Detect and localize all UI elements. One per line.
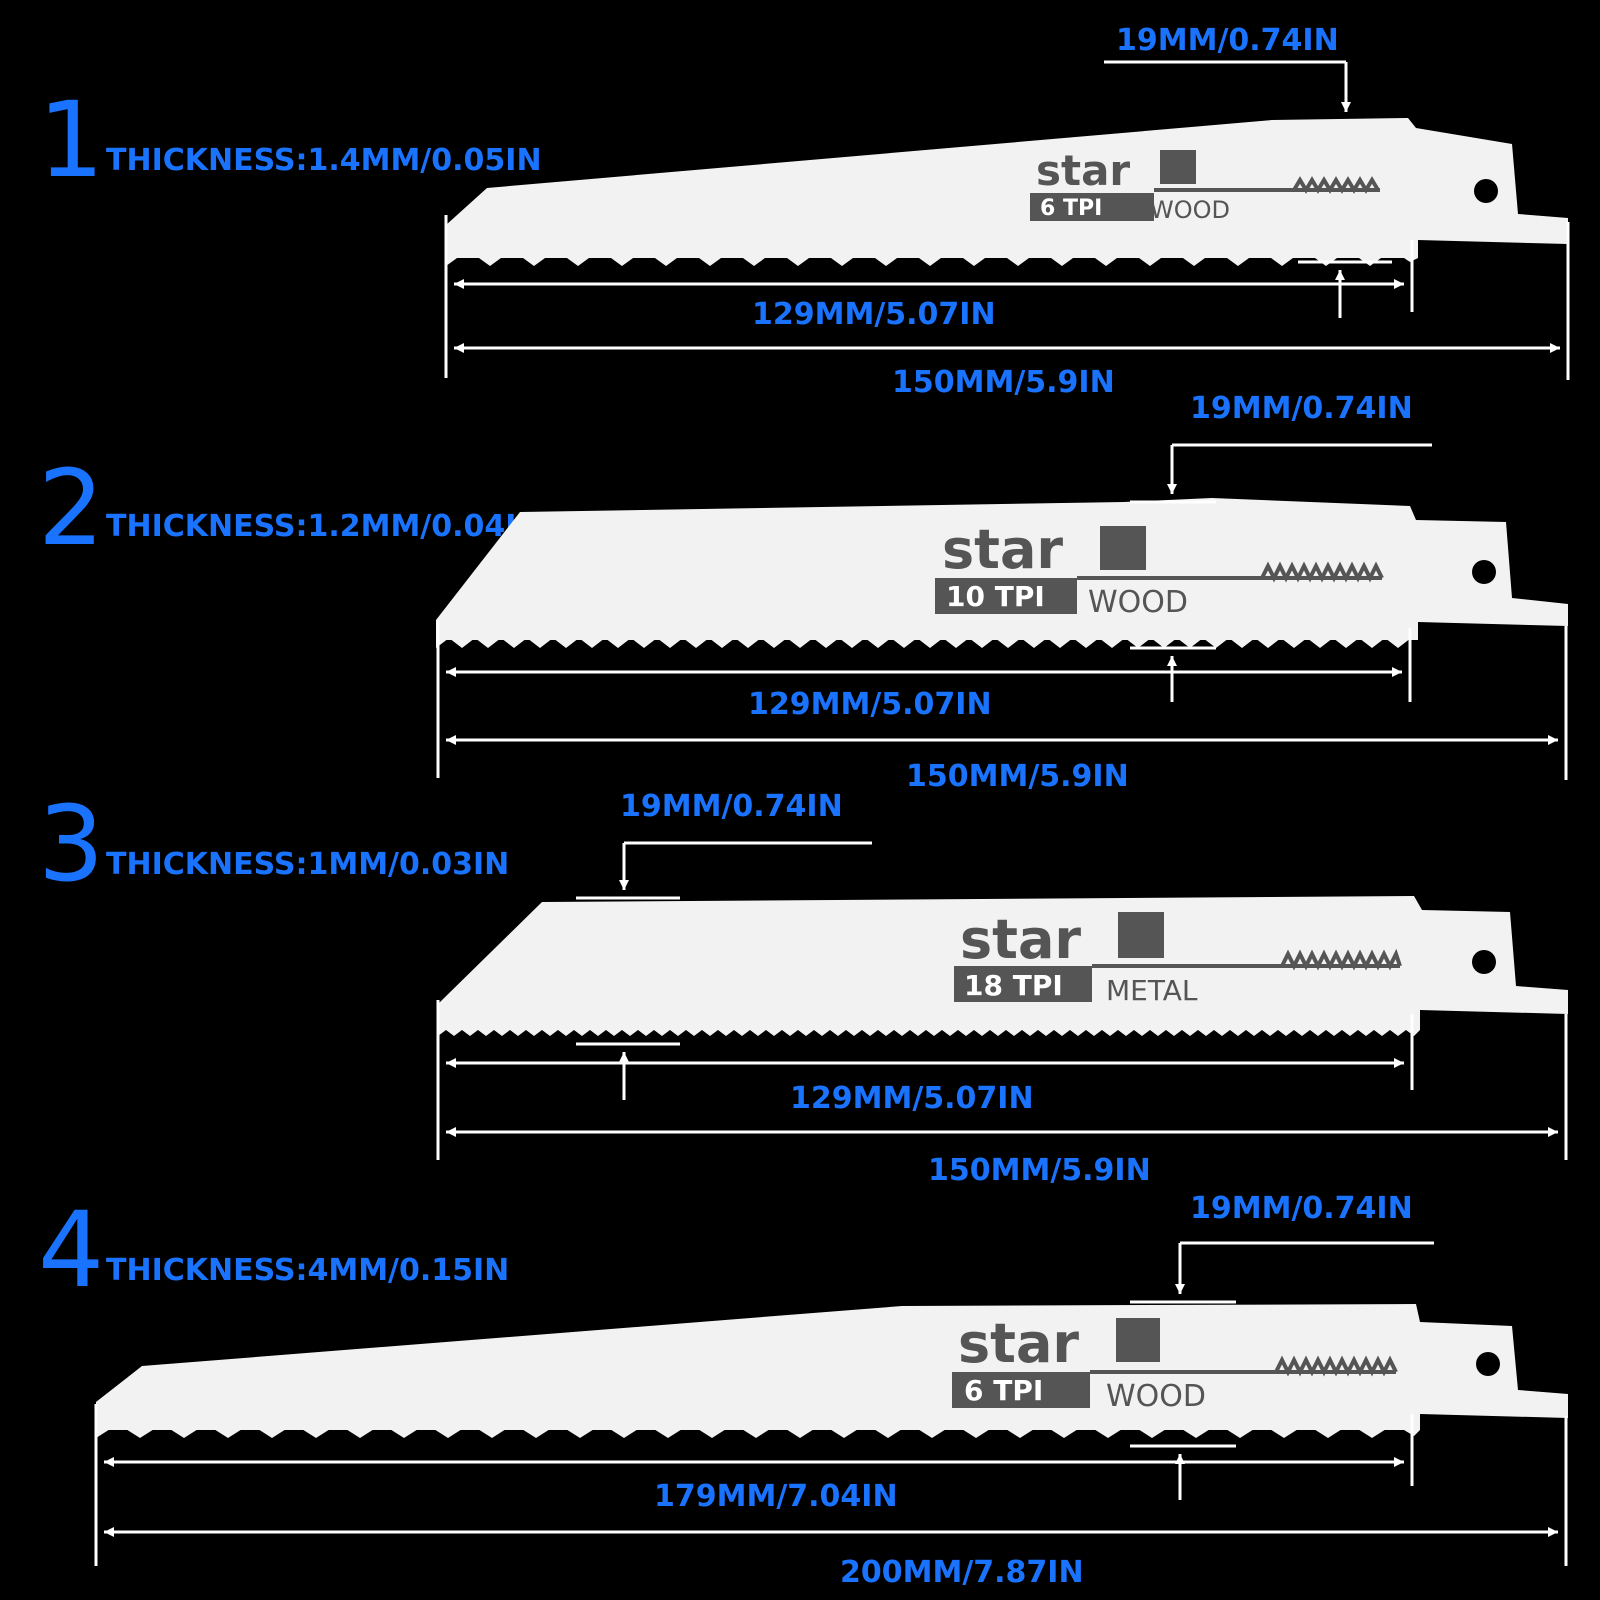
blade-1-material: WOOD (1150, 196, 1230, 224)
blade-1-tooth-graphic (1154, 176, 1380, 194)
blade-2-teeth (436, 638, 1418, 648)
blade-1-body (446, 118, 1568, 258)
blade-2-material: WOOD (1088, 585, 1188, 620)
blade-4-material: WOOD (1106, 1379, 1206, 1414)
blade-4-number: 4 (38, 1189, 104, 1311)
blade-3-brand: star (960, 908, 1081, 971)
blade-1-teeth (446, 250, 1418, 266)
blade-3-body (438, 896, 1568, 1030)
blade-1-height-dimension (1104, 60, 1392, 318)
blade-3-teeth (438, 1030, 1420, 1036)
blade-2-body (436, 498, 1568, 640)
blade-2-tpi: 10 TPI (946, 580, 1045, 613)
blade-3-height-label: 19MM/0.74IN (620, 789, 843, 824)
blade-3-number: 3 (38, 783, 104, 905)
blade-3-length-dimensions (436, 1000, 1568, 1160)
blade-4-body (96, 1304, 1568, 1430)
blade-3-group: 3 THICKNESS:1MM/0.03IN star 18 TPI METAL… (38, 783, 1568, 1188)
blade-4-brand: star (958, 1312, 1079, 1375)
blade-2-total-length: 150MM/5.9IN (906, 759, 1129, 794)
blade-3-working-length: 129MM/5.07IN (790, 1081, 1034, 1116)
blade-2-working-length: 129MM/5.07IN (748, 687, 992, 722)
blade-3-logo-square (1118, 912, 1164, 958)
blade-4-group: 4 THICKNESS:4MM/0.15IN star 6 TPI WOOD 1… (38, 1189, 1568, 1590)
blade-1-brand: star (1036, 146, 1130, 195)
blade-2-brand: star (942, 518, 1063, 581)
blade-4-total-length: 200MM/7.87IN (840, 1555, 1084, 1590)
blade-3-tpi-badge (954, 966, 1092, 1002)
blade-1-length-dimensions (444, 215, 1570, 380)
blade-4-working-length: 179MM/7.04IN (654, 1479, 898, 1514)
blade-3-mount-hole (1472, 950, 1496, 974)
blade-4-mount-hole (1476, 1352, 1500, 1376)
blade-2-height-dimension (1130, 443, 1432, 702)
blade-2-tooth-graphic (1077, 561, 1384, 583)
blade-4-tpi-badge (952, 1372, 1090, 1408)
blade-3-total-length: 150MM/5.9IN (928, 1153, 1151, 1188)
blade-2-height-label: 19MM/0.74IN (1190, 391, 1413, 426)
blade-1-working-length: 129MM/5.07IN (752, 297, 996, 332)
blade-3-tooth-graphic (1092, 948, 1402, 971)
blade-4-length-dimensions (94, 1404, 1568, 1566)
blade-3-material: METAL (1106, 974, 1198, 1007)
blade-1-tpi-badge (1030, 193, 1154, 221)
blade-2-logo-square (1100, 526, 1146, 570)
blade-1-total-length: 150MM/5.9IN (892, 365, 1115, 400)
blade-4-tpi: 6 TPI (964, 1374, 1043, 1407)
blade-1-thickness: THICKNESS:1.4MM/0.05IN (106, 143, 542, 178)
blade-3-thickness: THICKNESS:1MM/0.03IN (106, 847, 509, 882)
blade-4-teeth (96, 1424, 1420, 1438)
blade-1-mount-hole (1474, 179, 1498, 203)
blade-1-tpi: 6 TPI (1040, 196, 1102, 221)
blade-4-height-label: 19MM/0.74IN (1190, 1191, 1413, 1226)
blade-2-mount-hole (1472, 560, 1496, 584)
blade-4-thickness: THICKNESS:4MM/0.15IN (106, 1253, 509, 1288)
blade-4-tooth-graphic (1090, 1355, 1398, 1377)
blade-2-tpi-badge (935, 578, 1077, 614)
blade-3-height-dimension (576, 841, 872, 1100)
blade-3-tpi: 18 TPI (964, 969, 1063, 1002)
blade-1-logo-square (1160, 150, 1196, 184)
blade-2-thickness: THICKNESS:1.2MM/0.04IN (106, 509, 542, 544)
blade-2-number: 2 (38, 447, 104, 569)
blade-1-group: 1 THICKNESS:1.4MM/0.05IN star 6 TPI WOOD… (38, 23, 1570, 400)
blade-4-height-dimension (1130, 1241, 1434, 1500)
blade-2-group: 2 THICKNESS:1.2MM/0.04IN star 10 TPI WOO… (38, 391, 1568, 794)
blade-4-logo-square (1116, 1318, 1160, 1362)
blade-2-length-dimensions (436, 620, 1568, 780)
blade-1-height-label: 19MM/0.74IN (1116, 23, 1339, 58)
blade-1-number: 1 (38, 79, 104, 201)
